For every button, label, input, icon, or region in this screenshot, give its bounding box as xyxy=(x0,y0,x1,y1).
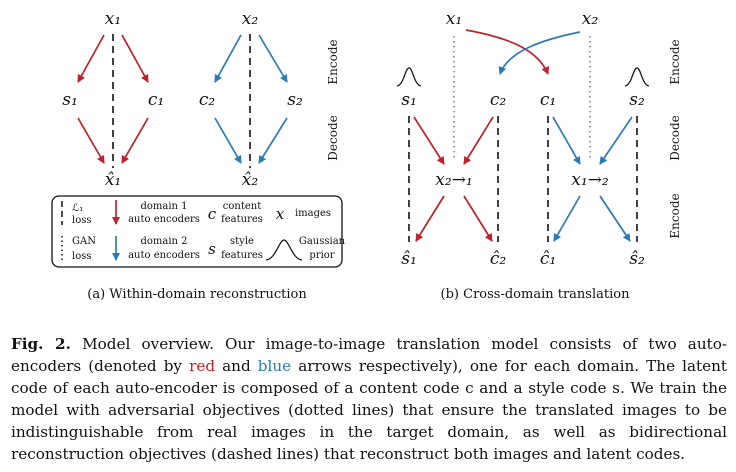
caption-blue-word: blue xyxy=(257,357,292,375)
legend-images-text: images xyxy=(295,208,331,219)
arrow-x1-to-c1 xyxy=(121,34,149,83)
model-overview-diagram: x₁ x₂ s₁ c₁ c₂ s₂ x̂₁ x̂₂ Encode Decode … xyxy=(51,9,682,302)
b-c2-hat-node: ĉ₂ xyxy=(490,249,507,269)
b-x21-node: x₂→₁ xyxy=(435,170,472,190)
b-arrow-x21-to-s1hat xyxy=(415,195,445,242)
x2-hat-node: x̂₂ xyxy=(242,170,259,190)
arrow-x2-to-c2 xyxy=(214,34,242,83)
b-arrow-x12-to-c1hat xyxy=(553,195,581,242)
arrow-c2-to-x2hat xyxy=(214,117,242,164)
legend-domain1-line2: auto encoders xyxy=(128,214,200,225)
b-arrow-s2-to-x12 xyxy=(599,116,633,165)
legend-style-symbol: s xyxy=(208,240,216,258)
encode-label-a: Encode xyxy=(326,39,340,84)
figure-caption: Fig. 2. Model overview. Our image-to-ima… xyxy=(11,333,727,465)
b-c1-node: c₁ xyxy=(540,90,556,110)
b-s1-hat-node: ŝ₁ xyxy=(401,249,417,269)
decode-label-b: Decode xyxy=(668,115,682,160)
x1-hat-node: x̂₁ xyxy=(105,170,121,190)
b-s2-hat-node: ŝ₂ xyxy=(629,249,645,269)
legend-gan-title: GAN xyxy=(72,236,96,247)
b-c2-node: c₂ xyxy=(490,90,507,110)
b-x1-node: x₁ xyxy=(446,9,462,29)
legend-images-symbol: x xyxy=(276,205,285,223)
legend-content-line1: content xyxy=(223,201,261,212)
b-gaussian-icon-s2 xyxy=(624,67,650,87)
caption-text-3: arrows respectively), one for each domai… xyxy=(11,357,728,463)
c1-node: c₁ xyxy=(148,90,164,110)
decode-label-a: Decode xyxy=(326,115,340,160)
arrow-c1-to-x1hat xyxy=(121,117,149,164)
legend-gaussian-icon xyxy=(265,239,303,261)
panel-b: x₁ x₂ s₁ c₂ c₁ s₂ x₂→₁ x₁→₂ ŝ₁ ĉ₂ ĉ₁ ŝ₂ … xyxy=(396,9,682,302)
legend-domain2-line2: auto encoders xyxy=(128,250,200,261)
arrow-x1-to-s1 xyxy=(77,34,105,83)
panel-a: x₁ x₂ s₁ c₁ c₂ s₂ x̂₁ x̂₂ Encode Decode … xyxy=(51,9,346,302)
legend-content-line2: features xyxy=(221,214,263,225)
b-arrow-c1-to-x12 xyxy=(552,116,581,165)
b-arrow-x1-to-c1 xyxy=(465,29,549,75)
b-arrow-s1-to-x21 xyxy=(413,116,445,165)
s2-node: s₂ xyxy=(287,90,303,110)
b-x12-node: x₁→₂ xyxy=(571,170,609,190)
legend: ℒ₁ loss domain 1 auto encoders c content… xyxy=(51,195,346,268)
legend-style-line1: style xyxy=(230,236,254,247)
legend-l1-text: loss xyxy=(72,215,91,226)
subcaption-b: (b) Cross-domain translation xyxy=(441,287,631,302)
encode-label-b-bottom: Encode xyxy=(668,193,682,238)
legend-content-symbol: c xyxy=(208,205,217,223)
c2-node: c₂ xyxy=(199,90,216,110)
x2-node: x₂ xyxy=(242,9,259,29)
legend-style-line2: features xyxy=(221,250,263,261)
caption-text-2: and xyxy=(215,357,258,375)
legend-box xyxy=(51,195,343,268)
legend-domain2-line1: domain 2 xyxy=(140,236,187,247)
b-s2-node: s₂ xyxy=(629,90,645,110)
subcaption-a: (a) Within-domain reconstruction xyxy=(87,287,307,302)
arrow-s2-to-x2hat xyxy=(258,117,288,164)
b-s1-node: s₁ xyxy=(401,90,417,110)
x1-node: x₁ xyxy=(105,9,121,29)
legend-gan-text: loss xyxy=(72,251,91,262)
b-c1-hat-node: ĉ₁ xyxy=(540,249,556,269)
caption-label: Fig. 2. xyxy=(11,335,71,353)
arrow-s1-to-x1hat xyxy=(77,117,105,164)
legend-gaussian-line1: Gaussian xyxy=(299,236,346,247)
b-arrow-x21-to-c2hat xyxy=(463,195,493,242)
b-x2-node: x₂ xyxy=(582,9,599,29)
legend-gaussian-line2: prior xyxy=(309,250,334,261)
s1-node: s₁ xyxy=(62,90,78,110)
legend-l1-symbol: ℒ₁ xyxy=(72,203,83,214)
b-arrow-c2-to-x21 xyxy=(463,116,494,165)
b-gaussian-icon-s1 xyxy=(396,67,422,87)
encode-label-b-top: Encode xyxy=(668,39,682,84)
arrow-x2-to-s2 xyxy=(258,34,288,83)
caption-red-word: red xyxy=(189,357,216,375)
b-arrow-x2-to-c2 xyxy=(498,31,581,75)
caption-text-1: Model overview. Our image-to-image trans… xyxy=(11,335,727,375)
b-arrow-x12-to-s2hat xyxy=(599,195,631,242)
legend-domain1-line1: domain 1 xyxy=(140,201,187,212)
